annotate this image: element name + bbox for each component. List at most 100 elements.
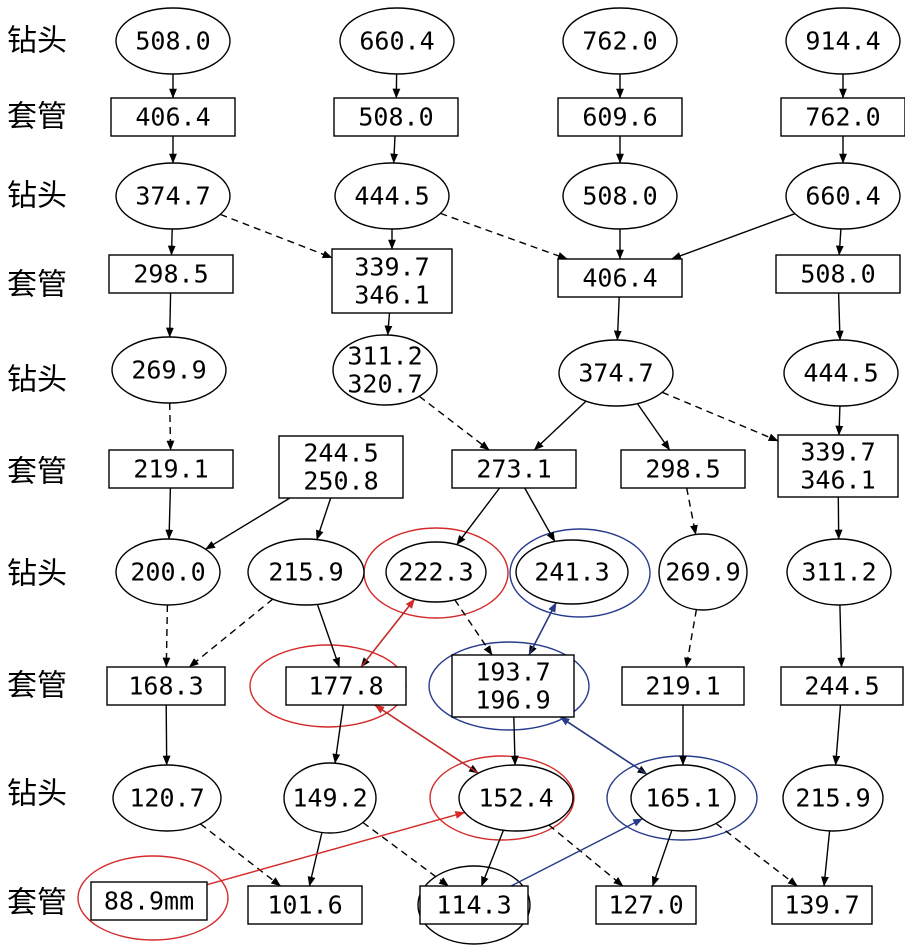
- row-label: 钻头: [7, 179, 67, 214]
- casing-node: 127.0: [595, 885, 697, 925]
- connector-arrow: [384, 312, 393, 336]
- size-value: 215.9: [268, 558, 343, 587]
- size-value: 508.0: [135, 27, 210, 56]
- casing-box: [777, 434, 899, 498]
- casing-box: [557, 97, 683, 137]
- drill-bit-node: 241.3: [515, 539, 629, 605]
- connector-arrow: [360, 598, 416, 668]
- drill-bit-node: 311.2: [786, 538, 892, 606]
- connector-arrow: [651, 829, 673, 887]
- bit-ellipse: [783, 339, 899, 407]
- casing-box: [108, 254, 234, 294]
- casing-box: [90, 881, 208, 921]
- drill-bit-node: 152.4: [458, 764, 574, 832]
- casing-node: 101.6: [247, 885, 363, 925]
- size-value: 298.5: [133, 260, 208, 289]
- size-value: 222.3: [398, 558, 473, 587]
- size-value: 219.1: [645, 672, 720, 701]
- drill-bit-node: 444.5: [334, 162, 450, 230]
- casing-box: [451, 654, 575, 718]
- casing-box: [108, 449, 234, 489]
- connector-arrow: [832, 704, 842, 766]
- casing-box: [620, 449, 746, 489]
- size-value: 250.8: [303, 467, 378, 496]
- bit-ellipse: [630, 764, 736, 832]
- bit-ellipse: [115, 7, 231, 75]
- bit-ellipse: [115, 162, 231, 230]
- size-value: 914.4: [805, 27, 880, 56]
- bit-ellipse: [562, 7, 678, 75]
- size-value: 298.5: [645, 455, 720, 484]
- casing-box: [775, 254, 901, 294]
- connector-arrow: [636, 403, 671, 451]
- size-value: 244.5: [804, 672, 879, 701]
- highlight-ring: [429, 755, 575, 841]
- bit-ellipse: [515, 539, 629, 605]
- casing-node: 114.3: [419, 885, 529, 925]
- connector-arrow: [165, 292, 174, 338]
- row-label: 钻头: [7, 24, 67, 59]
- casing-box: [106, 666, 226, 706]
- connector-arrow: [220, 213, 333, 259]
- connector-arrow: [165, 487, 174, 540]
- casing-box: [278, 435, 404, 499]
- row-label: 套管: [7, 100, 67, 135]
- size-value: 152.4: [478, 784, 553, 813]
- drill-bit-node: 374.7: [558, 339, 674, 407]
- casing-box: [333, 97, 459, 137]
- connector-arrow: [510, 818, 643, 887]
- drill-bit-node: 660.4: [339, 7, 455, 75]
- drill-bit-node: 444.5: [783, 339, 899, 407]
- connector-arrow: [166, 402, 175, 451]
- size-value: 219.1: [133, 455, 208, 484]
- bit-ellipse: [334, 162, 450, 230]
- connector-arrow: [390, 135, 399, 164]
- casing-node: 609.6: [557, 97, 683, 137]
- row-label: 套管: [7, 886, 67, 921]
- casing-node: 177.8: [285, 666, 407, 706]
- casing-node: 88.9mm: [90, 881, 208, 921]
- connector-arrow: [456, 487, 501, 546]
- connector-arrow: [162, 704, 171, 766]
- drill-bit-node: 762.0: [562, 7, 678, 75]
- casing-node: 219.1: [108, 449, 234, 489]
- size-value: 444.5: [803, 359, 878, 388]
- connector-arrow: [374, 704, 479, 774]
- drill-bit-node: 120.7: [112, 764, 222, 832]
- size-value: 762.0: [805, 103, 880, 132]
- casing-node: 273.1: [451, 449, 577, 489]
- drill-bit-node: 165.1: [630, 764, 736, 832]
- casing-node: 298.5: [620, 449, 746, 489]
- connector-arrow: [480, 829, 505, 887]
- bit-ellipse: [786, 538, 892, 606]
- connector-arrow: [821, 830, 831, 887]
- bit-ellipse: [115, 538, 221, 606]
- connector-arrow: [206, 811, 466, 886]
- bit-ellipse: [785, 7, 901, 75]
- size-value: 609.6: [582, 103, 657, 132]
- size-value: 508.0: [358, 103, 433, 132]
- connector-arrow: [837, 604, 846, 668]
- size-value: 762.0: [582, 27, 657, 56]
- size-value: 149.2: [292, 784, 367, 813]
- drill-bit-node: 508.0: [562, 162, 678, 230]
- bit-ellipse: [558, 339, 674, 407]
- size-value: 165.1: [645, 784, 720, 813]
- connector-arrow: [316, 604, 340, 668]
- casing-box: [557, 258, 683, 298]
- size-value: 660.4: [805, 182, 880, 211]
- size-value: 101.6: [267, 891, 342, 920]
- size-value: 508.0: [582, 182, 657, 211]
- casing-box: [419, 885, 529, 925]
- connector-arrow: [835, 228, 844, 256]
- highlight-ring: [417, 865, 531, 945]
- size-value: 120.7: [129, 784, 204, 813]
- casing-node: 168.3: [106, 666, 226, 706]
- bit-ellipse: [339, 7, 455, 75]
- connector-arrow: [671, 213, 796, 260]
- size-value: 196.9: [475, 686, 550, 715]
- drill-bit-node: 200.0: [115, 538, 221, 606]
- highlight-halos: [77, 527, 758, 945]
